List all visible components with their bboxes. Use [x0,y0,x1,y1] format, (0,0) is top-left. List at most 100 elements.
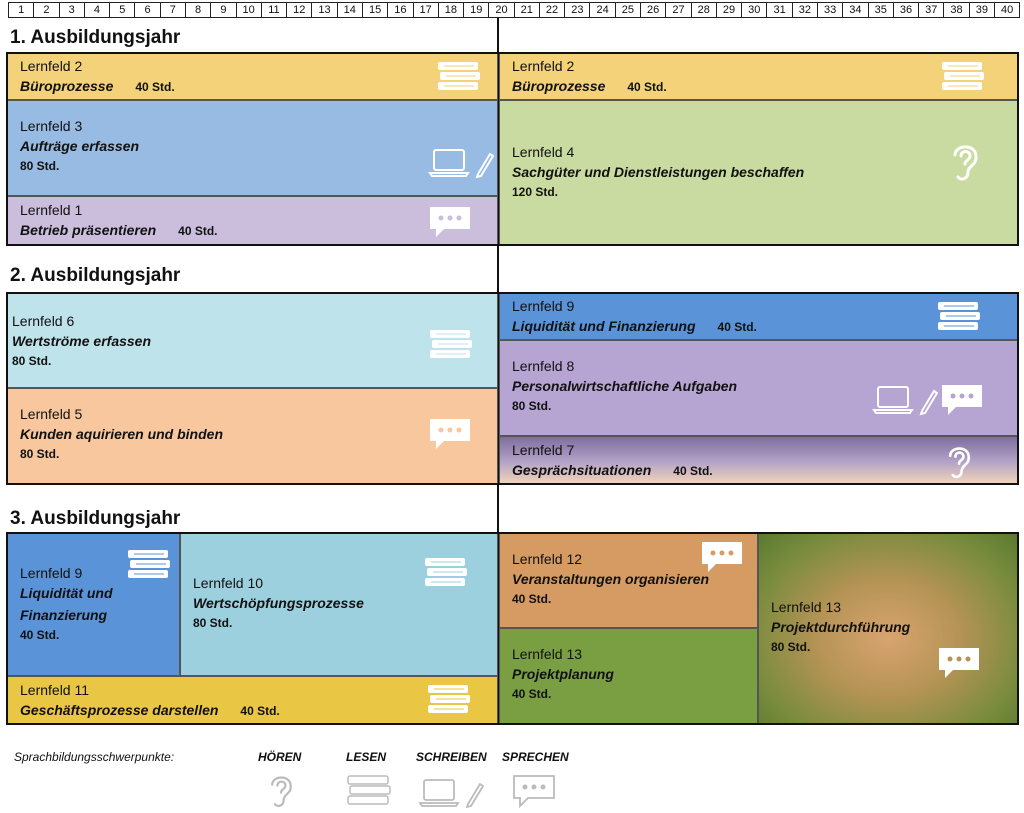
books-icon [425,558,467,586]
ruler-tick: 27 [665,2,691,18]
field-number: Lernfeld 2 [20,58,83,74]
field-number: Lernfeld 1 [20,202,83,218]
ruler-tick: 29 [715,2,742,18]
field-hours: 40 Std. [135,80,175,94]
books-icon [430,330,472,358]
field-hours: 80 Std. [20,159,60,173]
field-hours: 120 Std. [512,185,559,199]
ruler-tick: 11 [260,2,287,18]
field-box-y3-lf9: Lernfeld 9 Liquidität und Finanzierung 4… [7,533,180,676]
field-title: Wertströme erfassen [12,333,152,349]
field-number: Lernfeld 5 [20,406,83,422]
field-hours: 40 Std. [240,704,280,718]
field-title: Veranstaltungen organisieren [512,571,710,587]
semester-divider [497,18,499,725]
laptop-pen-icon [428,149,494,179]
speech-bubble-icon [430,207,470,237]
legend-key-sprechen: SPRECHEN [502,750,569,764]
field-hours: 40 Std. [512,592,552,606]
ruler-tick: 38 [943,2,969,18]
ruler-tick: 2 [33,2,59,18]
field-number: Lernfeld 8 [512,358,575,374]
speech-bubble-icon [942,385,982,415]
ruler-tick: 32 [791,2,817,18]
ruler-tick: 9 [210,2,236,18]
speech-bubble-icon [939,648,979,678]
field-title: Liquidität und Finanzierung [20,585,113,623]
speech-bubble-icon [702,542,742,572]
ruler-tick: 10 [235,2,261,18]
ruler-tick: 17 [412,2,438,18]
ruler-tick: 12 [286,2,312,18]
field-number: Lernfeld 12 [512,551,583,567]
field-box-y2-lf8: Lernfeld 8 Personalwirtschaftliche Aufga… [499,340,1018,436]
legend-key-schreiben: SCHREIBEN [416,750,487,764]
field-hours: 40 Std. [627,80,667,94]
ruler-tick: 33 [817,2,843,18]
legend-key-hoeren: HÖREN [258,750,302,764]
field-title: Projektdurchführung [771,619,911,635]
books-icon [942,62,984,90]
legend-label: Sprachbildungsschwerpunkte: [14,750,175,764]
field-number: Lernfeld 2 [512,58,575,74]
ruler-tick: 18 [437,2,464,18]
ruler-tick: 16 [387,2,413,18]
field-box-y1-lf4: Lernfeld 4 Sachgüter und Dienstleistunge… [499,100,1018,245]
field-box-y3-lf10: Lernfeld 10 Wertschöpfungsprozesse 80 St… [180,533,498,676]
ruler-tick: 19 [463,2,489,18]
ruler-tick: 36 [892,2,919,18]
ruler-tick: 8 [184,2,211,18]
ruler-tick: 28 [690,2,716,18]
ruler-tick: 21 [513,2,539,18]
ear-icon [953,145,978,181]
field-box-y3-lf11: Lernfeld 11 Geschäftsprozesse darstellen… [7,676,498,724]
field-hours: 40 Std. [717,320,757,334]
ruler-tick: 35 [867,2,893,18]
field-title: Aufträge erfassen [20,138,140,154]
speech-bubble-icon [513,775,555,808]
year-heading-1: 1. Ausbildungsjahr [10,27,181,48]
field-box-y3-lf13b: Lernfeld 13 Projektdurchführung 80 Std. [758,533,1018,724]
ruler-tick: 26 [640,2,666,18]
ruler-tick: 6 [134,2,160,18]
field-box-y2-lf5: Lernfeld 5 Kunden aquirieren und binden … [7,388,498,484]
ruler-tick: 4 [83,2,110,18]
ruler-tick: 20 [488,2,514,18]
field-hours: 40 Std. [673,464,713,478]
field-box-y1-lf3: Lernfeld 3 Aufträge erfassen 80 Std. [7,100,498,196]
field-number: Lernfeld 10 [193,575,264,591]
year-heading-2: 2. Ausbildungsjahr [10,265,181,286]
ruler-tick: 34 [842,2,868,18]
books-icon [938,302,980,330]
field-hours: 40 Std. [20,628,60,642]
books-icon [128,550,170,578]
ruler-tick: 31 [766,2,792,18]
field-title: Kunden aquirieren und binden [20,426,223,442]
year-heading-3: 3. Ausbildungsjahr [10,508,181,529]
ruler-tick: 5 [109,2,135,18]
field-title: Wertschöpfungsprozesse [193,595,364,611]
ruler-tick: 3 [58,2,84,18]
field-box-y3-lf12: Lernfeld 12 Veranstaltungen organisieren… [499,533,758,628]
ruler-tick: 1 [8,2,34,18]
field-hours: 80 Std. [771,640,811,654]
field-number: Lernfeld 9 [512,298,575,314]
ruler-tick: 13 [311,2,337,18]
field-number: Lernfeld 6 [12,313,75,329]
ruler-tick: 14 [336,2,362,18]
field-number: Lernfeld 4 [512,144,575,160]
laptop-pen-icon [418,779,484,809]
field-hours: 80 Std. [20,447,60,461]
books-icon [347,775,391,805]
field-hours: 80 Std. [193,616,233,630]
field-hours: 80 Std. [12,354,52,368]
